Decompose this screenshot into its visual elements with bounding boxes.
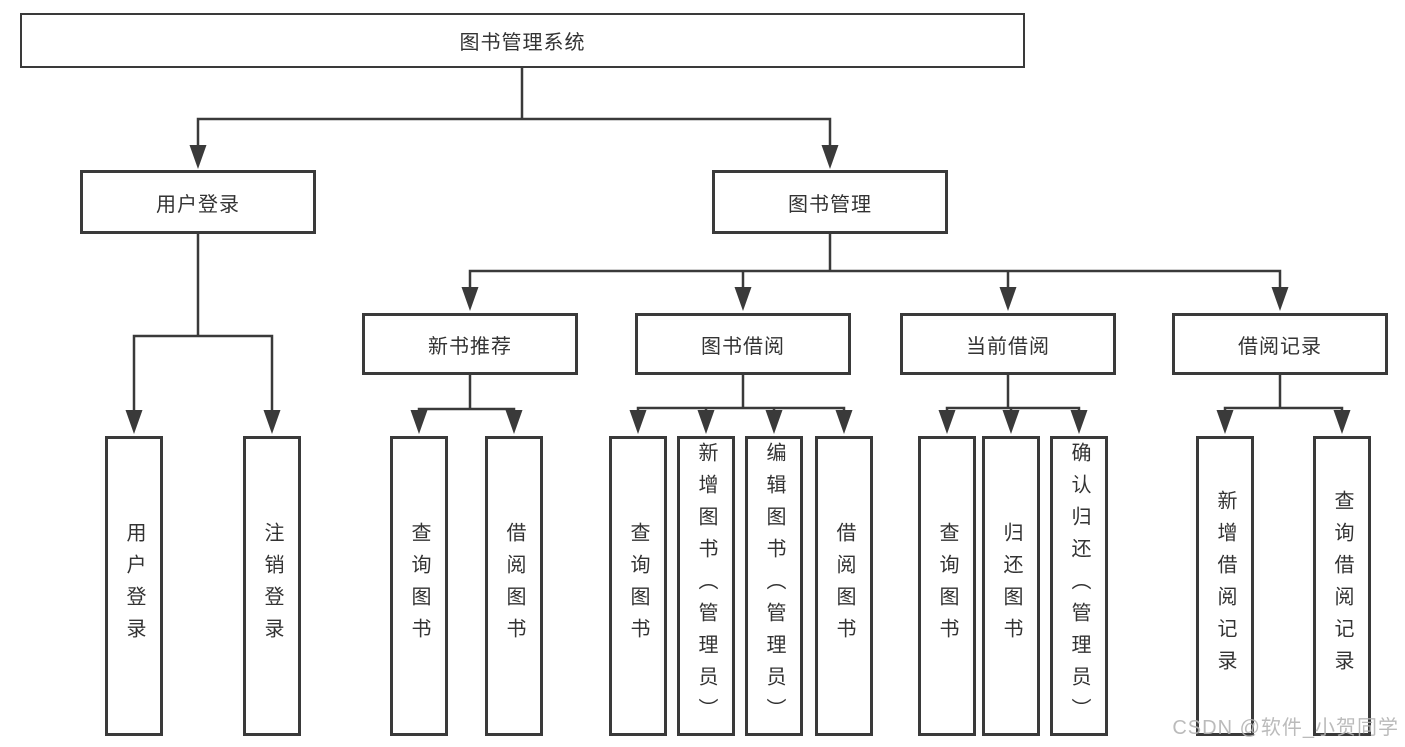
leaf-return-book: 归还图书 xyxy=(982,436,1040,736)
node-current-borrowing-label: 当前借阅 xyxy=(966,335,1050,358)
arrow-down-icon xyxy=(461,287,479,311)
node-borrowing-records: 借阅记录 xyxy=(1172,313,1388,375)
node-borrowing-records-label: 借阅记录 xyxy=(1238,335,1322,358)
arrow-down-icon xyxy=(410,410,428,434)
arrow-down-icon xyxy=(189,145,207,169)
leaf-add-book-admin: 新增图书（管理员） xyxy=(677,436,735,736)
leaf-user-login: 用户登录 xyxy=(105,436,163,736)
leaf-borrow-books: 借阅图书 xyxy=(815,436,873,736)
arrow-down-icon xyxy=(821,145,839,169)
leaf-user-login-label: 用户登录 xyxy=(123,522,145,650)
leaf-query-borrow-record: 查询借阅记录 xyxy=(1313,436,1371,736)
node-book-management-branch: 图书管理 xyxy=(712,170,948,234)
leaf-add-borrow-record-label: 新增借阅记录 xyxy=(1214,490,1236,682)
leaf-query-books-borrow: 查询图书 xyxy=(609,436,667,736)
arrow-down-icon xyxy=(734,287,752,311)
arrow-down-icon xyxy=(1271,287,1289,311)
node-book-borrowing-label: 图书借阅 xyxy=(701,335,785,358)
arrowheads xyxy=(125,145,1351,434)
leaf-logout: 注销登录 xyxy=(243,436,301,736)
arrow-down-icon xyxy=(1002,410,1020,434)
arrow-down-icon xyxy=(765,410,783,434)
leaf-borrow-books-recommend-label: 借阅图书 xyxy=(503,522,525,650)
csdn-watermark: CSDN @软件_小贺同学 xyxy=(1172,717,1399,739)
leaf-confirm-return-admin-label: 确认归还（管理员） xyxy=(1068,442,1090,730)
leaf-borrow-books-label: 借阅图书 xyxy=(833,522,855,650)
node-root: 图书管理系统 xyxy=(20,13,1025,68)
arrow-down-icon xyxy=(999,287,1017,311)
leaf-add-book-admin-label: 新增图书（管理员） xyxy=(695,442,717,730)
leaf-query-books-borrow-label: 查询图书 xyxy=(627,522,649,650)
leaf-borrow-books-recommend: 借阅图书 xyxy=(485,436,543,736)
arrow-down-icon xyxy=(1216,410,1234,434)
arrow-down-icon xyxy=(629,410,647,434)
leaf-query-books-recommend-label: 查询图书 xyxy=(408,522,430,650)
node-current-borrowing: 当前借阅 xyxy=(900,313,1116,375)
leaf-edit-book-admin-label: 编辑图书（管理员） xyxy=(763,442,785,730)
leaf-logout-label: 注销登录 xyxy=(261,522,283,650)
node-root-label: 图书管理系统 xyxy=(459,32,586,54)
node-book-management-branch-label: 图书管理 xyxy=(788,193,872,216)
arrow-down-icon xyxy=(697,410,715,434)
arrow-down-icon xyxy=(505,410,523,434)
node-user-login-branch: 用户登录 xyxy=(80,170,316,234)
leaf-add-borrow-record: 新增借阅记录 xyxy=(1196,436,1254,736)
leaf-confirm-return-admin: 确认归还（管理员） xyxy=(1050,436,1108,736)
leaf-return-book-label: 归还图书 xyxy=(1000,522,1022,650)
leaf-query-books-current: 查询图书 xyxy=(918,436,976,736)
arrow-down-icon xyxy=(125,410,143,434)
leaf-query-books-recommend: 查询图书 xyxy=(390,436,448,736)
node-new-book-recommendation: 新书推荐 xyxy=(362,313,578,375)
leaf-query-borrow-record-label: 查询借阅记录 xyxy=(1331,490,1353,682)
node-book-borrowing: 图书借阅 xyxy=(635,313,851,375)
arrow-down-icon xyxy=(263,410,281,434)
node-user-login-branch-label: 用户登录 xyxy=(156,193,240,216)
arrow-down-icon xyxy=(1333,410,1351,434)
arrow-down-icon xyxy=(938,410,956,434)
arrow-down-icon xyxy=(1070,410,1088,434)
arrow-down-icon xyxy=(835,410,853,434)
node-new-book-recommendation-label: 新书推荐 xyxy=(428,335,512,358)
leaf-edit-book-admin: 编辑图书（管理员） xyxy=(745,436,803,736)
leaf-query-books-current-label: 查询图书 xyxy=(936,522,958,650)
